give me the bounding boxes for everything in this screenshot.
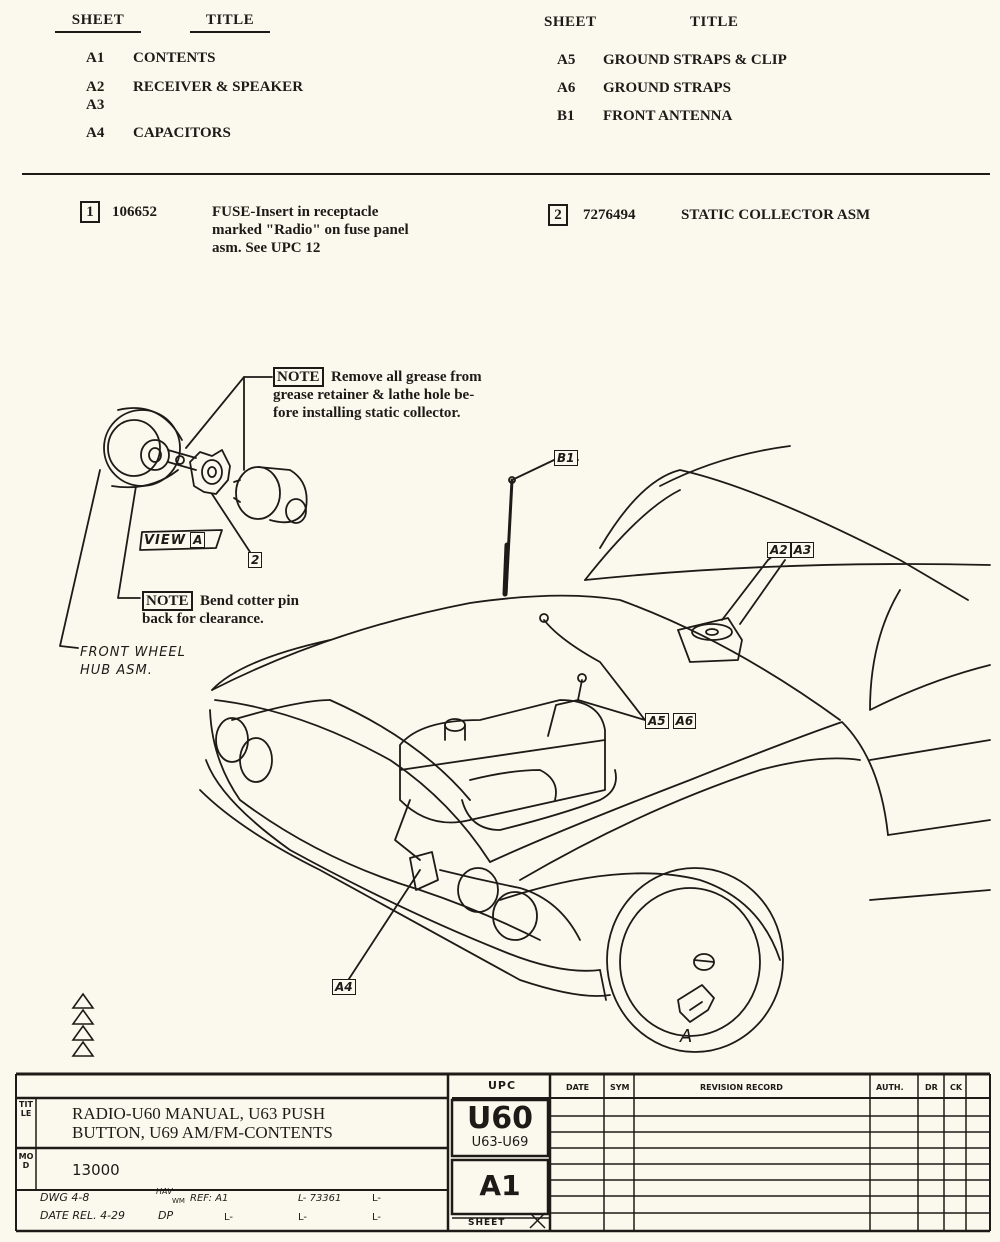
initials-dp: DP: [158, 1209, 174, 1222]
ref-l4: L-: [298, 1212, 308, 1223]
index-sheet-a5: A5: [557, 52, 576, 68]
note-static-collector: NOTE Remove all grease from grease retai…: [273, 367, 482, 421]
index-sheet-a6: A6: [557, 80, 576, 96]
initials-wm: WM: [172, 1197, 185, 1205]
callout-b1: B1: [554, 450, 578, 466]
title-block-frame: [15, 1072, 991, 1233]
sheet-number: A1: [479, 1169, 521, 1202]
initials-hav: HAV: [156, 1187, 173, 1196]
callout-a4: A4: [332, 979, 356, 995]
index-sheet-a1: A1: [86, 50, 105, 66]
index-title-a2: RECEIVER & SPEAKER: [133, 79, 304, 95]
view-a-callout: [139, 529, 223, 551]
engine-drawing: [394, 613, 646, 861]
wheel-view-a-label: A: [680, 1026, 694, 1047]
upc-main-code: U60: [466, 1101, 534, 1136]
car-body-drawing: [199, 445, 991, 1001]
part-1-number: 1: [80, 201, 100, 223]
index-title-a6: GROUND STRAPS: [603, 80, 731, 96]
rev-col-dr: DR: [925, 1083, 938, 1092]
part-1-part-no: 106652: [112, 204, 157, 220]
index-title-b1: FRONT ANTENNA: [603, 108, 733, 124]
index-title-a4: CAPACITORS: [133, 125, 231, 141]
rev-col-revision-record: REVISION RECORD: [700, 1083, 783, 1092]
index-title-header-right: TITLE: [690, 14, 739, 30]
note-cotter-pin: NOTE Bend cotter pin back for clearance.: [142, 591, 299, 627]
index-sheet-a4: A4: [86, 125, 105, 141]
part-2-description: STATIC COLLECTOR ASM: [681, 207, 871, 223]
revision-triangles-icon: [71, 992, 95, 1057]
upc-header: UPC: [488, 1079, 517, 1092]
speaker-drawing: [677, 559, 786, 663]
front-wheel-hub-label: FRONT WHEEL HUB ASM.: [80, 645, 186, 678]
note-label: NOTE: [142, 591, 193, 611]
ref-l2: L-: [372, 1193, 382, 1204]
index-sheet-header-right: SHEET: [544, 14, 597, 30]
sheet-label: SHEET: [468, 1218, 506, 1228]
grease-cap-drawing: [233, 466, 308, 524]
ref-l1: L- 73361: [298, 1193, 342, 1204]
title-side-label: TITLE: [19, 1100, 33, 1118]
rev-col-sym: SYM: [610, 1083, 630, 1092]
dwg-label: DWG 4-8: [40, 1191, 90, 1204]
mod-value: 13000: [72, 1161, 120, 1179]
drawing-title: RADIO-U60 MANUAL, U63 PUSH BUTTON, U69 A…: [72, 1104, 333, 1142]
index-sheet-b1: B1: [557, 108, 575, 124]
callout-2: 2: [248, 552, 263, 568]
static-collector-drawing: [189, 449, 231, 495]
callout-a5-a6: A5 A6: [645, 712, 697, 730]
rev-col-date: DATE: [566, 1083, 590, 1092]
car-radio-installation-diagram: [59, 376, 991, 1053]
index-title-a1: CONTENTS: [133, 50, 216, 66]
index-sheet-header-left: SHEET: [55, 12, 141, 33]
front-wheel-hub-drawing: [103, 407, 197, 489]
ref-l5: L-: [372, 1212, 382, 1223]
rev-col-auth: AUTH.: [876, 1083, 904, 1092]
section-divider: [22, 173, 990, 175]
capacitor-drawing: [344, 851, 439, 986]
mod-side-label: MOD: [18, 1152, 34, 1170]
index-title-a5: GROUND STRAPS & CLIP: [603, 52, 787, 68]
note-label: NOTE: [273, 367, 324, 387]
part-2-part-no: 7276494: [583, 207, 636, 223]
view-a-label: VIEW A: [144, 531, 206, 549]
front-wheel-drawing: [606, 867, 784, 1053]
upc-sub-code: U63-U69: [471, 1135, 529, 1150]
antenna-drawing: [502, 459, 555, 597]
index-sheet-a2: A2: [86, 79, 105, 95]
ref-l3: L-: [224, 1212, 234, 1223]
part-2-number: 2: [548, 204, 568, 226]
index-title-header-left: TITLE: [190, 12, 270, 33]
rev-col-ck: CK: [950, 1083, 963, 1092]
date-label: DATE REL. 4-29: [40, 1209, 126, 1222]
index-sheet-a3: A3: [86, 97, 105, 113]
part-1-description: FUSE-Insert in receptacle marked "Radio"…: [212, 204, 409, 256]
ref-label: REF: A1: [190, 1193, 229, 1204]
